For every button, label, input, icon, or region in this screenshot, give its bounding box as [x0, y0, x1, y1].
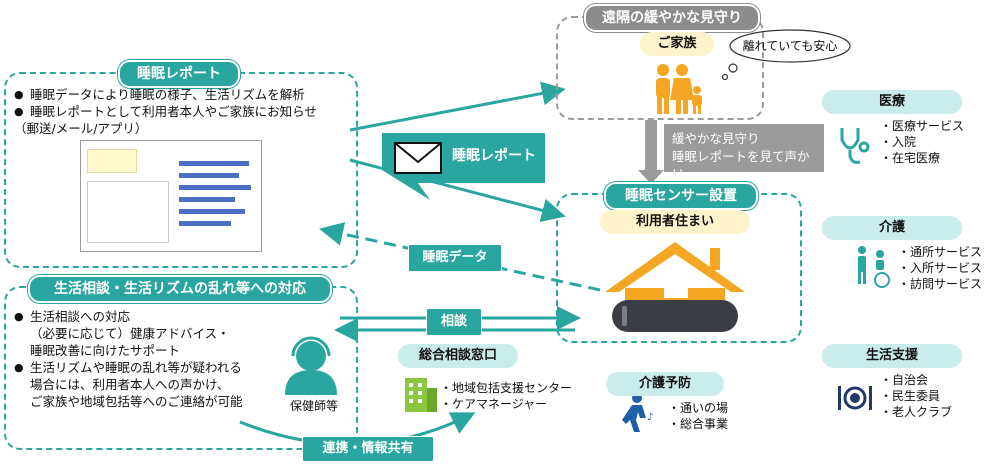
medical-item-1: ・医療サービス [880, 119, 965, 133]
life-support-item-3: ・老人クラブ [880, 405, 953, 419]
general-window-title: 総合相談窓口 [398, 344, 518, 368]
nurse-headset-icon [285, 336, 337, 395]
consult-bullet-2-line2: 場合には、利用者本人への声かけ、 [30, 377, 230, 392]
report-arrow-label: 睡眠レポート [452, 148, 536, 164]
sleep-report-sub: （郵送/メール/アプリ） [14, 121, 148, 136]
remote-watching-title: 遠隔の緩やかな見守り [584, 4, 760, 32]
report-thumb-bar [179, 209, 245, 214]
consult-bullet-2-line3: ご家族や地域包括等へのご連絡が可能 [30, 394, 243, 409]
report-thumb-bar [179, 221, 231, 226]
gentle-watch-note: 緩やかな見守り 睡眠レポートを見て声かけ [664, 124, 824, 182]
family-label: ご家族 [640, 32, 714, 56]
sleep-sensor-icon [612, 300, 738, 332]
nurse-label: 保健師等 [289, 399, 338, 413]
nursing-title: 介護 [822, 216, 962, 240]
care-wheelchair-icon [858, 246, 890, 288]
cooperation-label: 連携・情報共有 [302, 436, 434, 462]
nursing-list: ・通所サービス ・入所サービス ・訪問サービス [898, 244, 998, 292]
care-prevention-item-2: ・総合事業 [668, 417, 729, 431]
consultation-title: 生活相談・生活リズムの乱れ等への対応 [28, 275, 332, 303]
stethoscope-icon [840, 128, 870, 164]
dining-icon [838, 386, 872, 410]
sleep-report-bullet-2: 睡眠レポートとして利用者本人やご家族にお知らせ [14, 103, 354, 120]
consult-label: 相談 [426, 308, 482, 336]
report-thumb-bar [179, 185, 251, 190]
sleep-report-title: 睡眠レポート [118, 60, 240, 88]
report-to-family-arrow [349, 81, 566, 132]
nursing-item-2: ・入所サービス [898, 261, 983, 275]
svg-text:♪: ♪ [647, 412, 653, 423]
life-support-list: ・自治会 ・民生委員 ・老人クラブ [880, 372, 990, 420]
gentle-watch-line1: 緩やかな見守り [672, 131, 760, 146]
thought-text: 離れていても安心 [742, 39, 838, 53]
life-support-item-1: ・自治会 [880, 373, 929, 387]
medical-item-2: ・入院 [880, 135, 917, 149]
report-thumb-bar [179, 173, 239, 178]
gray-down-arrow [638, 120, 664, 184]
envelope-icon [394, 142, 442, 174]
general-window-item-1: ・地域包括支援センター [440, 381, 573, 395]
consult-bullet-1-sub2: 睡眠改善に向けたサポート [30, 343, 181, 358]
sleep-report-bullets: 睡眠データにより睡眠の様子、生活リズムを解析 睡眠レポートとして利用者本人やご家… [14, 86, 354, 137]
building-icon [405, 378, 437, 412]
general-window-list: ・地域包括支援センター ・ケアマネージャー [440, 380, 580, 412]
life-support-item-2: ・民生委員 [880, 389, 941, 403]
care-prevention-item-1: ・通いの場 [668, 401, 729, 415]
consult-bullet-1: 生活相談への対応 [14, 308, 284, 325]
nursing-item-1: ・通所サービス [898, 245, 983, 259]
report-thumb-bar [179, 161, 249, 166]
medical-list: ・医療サービス ・入院 ・在宅医療 [880, 118, 990, 166]
consult-bullet-2-line1: 生活リズムや睡眠の乱れ等が疑われる [14, 359, 284, 376]
report-thumb-bar [179, 197, 235, 202]
consult-bullet-1-sub1: （必要に応じて）健康アドバイス・ [30, 326, 230, 341]
report-thumb-note [87, 149, 137, 173]
family-icon [656, 64, 702, 114]
consultation-bullets: 生活相談への対応 （必要に応じて）健康アドバイス・ 睡眠改善に向けたサポート 生… [14, 308, 284, 410]
care-prevention-list: ・通いの場 ・総合事業 [668, 400, 758, 432]
report-thumb-table [87, 181, 169, 243]
nursing-item-3: ・訪問サービス [898, 277, 983, 291]
sleep-data-label: 睡眠データ [408, 244, 502, 272]
sensor-title: 睡眠センサー設置 [604, 182, 758, 210]
life-support-title: 生活支援 [822, 344, 962, 368]
sleep-report-bullet-1: 睡眠データにより睡眠の様子、生活リズムを解析 [14, 86, 354, 103]
gentle-watch-line2: 睡眠レポートを見て声かけ [672, 149, 810, 182]
report-thumbnail [80, 140, 262, 252]
walking-person-icon: ♪ [622, 393, 653, 432]
medical-title: 医療 [822, 90, 962, 114]
medical-item-3: ・在宅医療 [880, 151, 941, 165]
care-prevention-title: 介護予防 [606, 372, 724, 396]
home-label: 利用者住まい [600, 210, 750, 234]
general-window-item-2: ・ケアマネージャー [440, 397, 548, 411]
thought-cloud [721, 29, 851, 81]
